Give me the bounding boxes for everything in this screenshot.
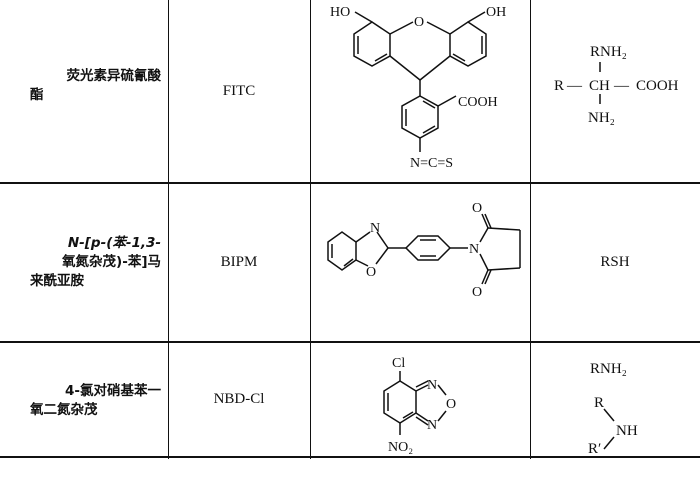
fitc-ho-label: HO (330, 5, 350, 20)
fitc-isothiocyanate-label: N=C=S (410, 156, 453, 171)
bipm-o-bottom-label: O (472, 285, 482, 300)
column-divider-1 (168, 0, 169, 459)
fitc-cooh-label: COOH (458, 95, 498, 110)
nbdcl-group-rnh2: RNH₂ (590, 361, 627, 377)
reagent-abbr-bipm: BIPM (220, 254, 258, 270)
reagent-name-fitc: 荧光素异硫氰酸 酯 (30, 68, 161, 103)
column-divider-2 (310, 0, 311, 459)
reagent-abbr-nbdcl: NBD-Cl (213, 391, 265, 407)
fitc-group-r: R (554, 78, 564, 94)
bipm-reactive-group: RSH (600, 254, 630, 270)
nbdcl-structure: Cl N O N NO₂ (383, 356, 456, 455)
bipm-o-label: O (366, 265, 376, 280)
nbdcl-group-nh: NH (616, 423, 638, 439)
fitc-structure: HO O OH COOH N=C=S (330, 5, 506, 171)
bipm-structure: N O N O O (327, 201, 521, 300)
fitc-group-dash2: — (613, 78, 630, 94)
fitc-group-ch: CH (589, 78, 610, 94)
row-divider-2 (0, 341, 700, 343)
table-bottom-border (0, 456, 700, 458)
fitc-group-nh2: NH₂ (588, 110, 615, 126)
nbdcl-n-top-label: N (427, 378, 437, 393)
nbdcl-reactive-group: RNH₂ R NH R′ (588, 361, 638, 457)
bipm-n-label: N (370, 221, 380, 236)
bipm-imide-n-label: N (469, 242, 479, 257)
nbdcl-o-label: O (446, 397, 456, 412)
nbdcl-no2-label: NO₂ (388, 440, 413, 455)
nbdcl-group-r: R (594, 395, 604, 411)
fitc-group-cooh: COOH (636, 78, 679, 94)
reagent-name-nbdcl: 4-氯对硝基苯一 氧二氮杂茂 (30, 383, 161, 418)
bipm-o-top-label: O (472, 201, 482, 216)
reagent-abbr-fitc: FITC (222, 82, 256, 99)
fitc-oh-label: OH (486, 5, 506, 20)
nbdcl-n-bottom-label: N (427, 418, 437, 433)
column-divider-3 (530, 0, 531, 459)
nbdcl-group-r-prime: R′ (588, 441, 601, 457)
fitc-reactive-group: RNH₂ R — CH — COOH NH₂ (554, 44, 679, 126)
reagent-name-bipm: N-[p-(苯-1,3- 氧氮杂茂)-苯]马 来酰亚胺 (30, 234, 161, 289)
fitc-group-rnh2: RNH₂ (590, 44, 627, 60)
fitc-group-dash1: — (566, 78, 583, 94)
nbdcl-cl-label: Cl (392, 356, 405, 371)
row-divider-1 (0, 182, 700, 184)
fitc-o-bridge-label: O (414, 15, 424, 30)
